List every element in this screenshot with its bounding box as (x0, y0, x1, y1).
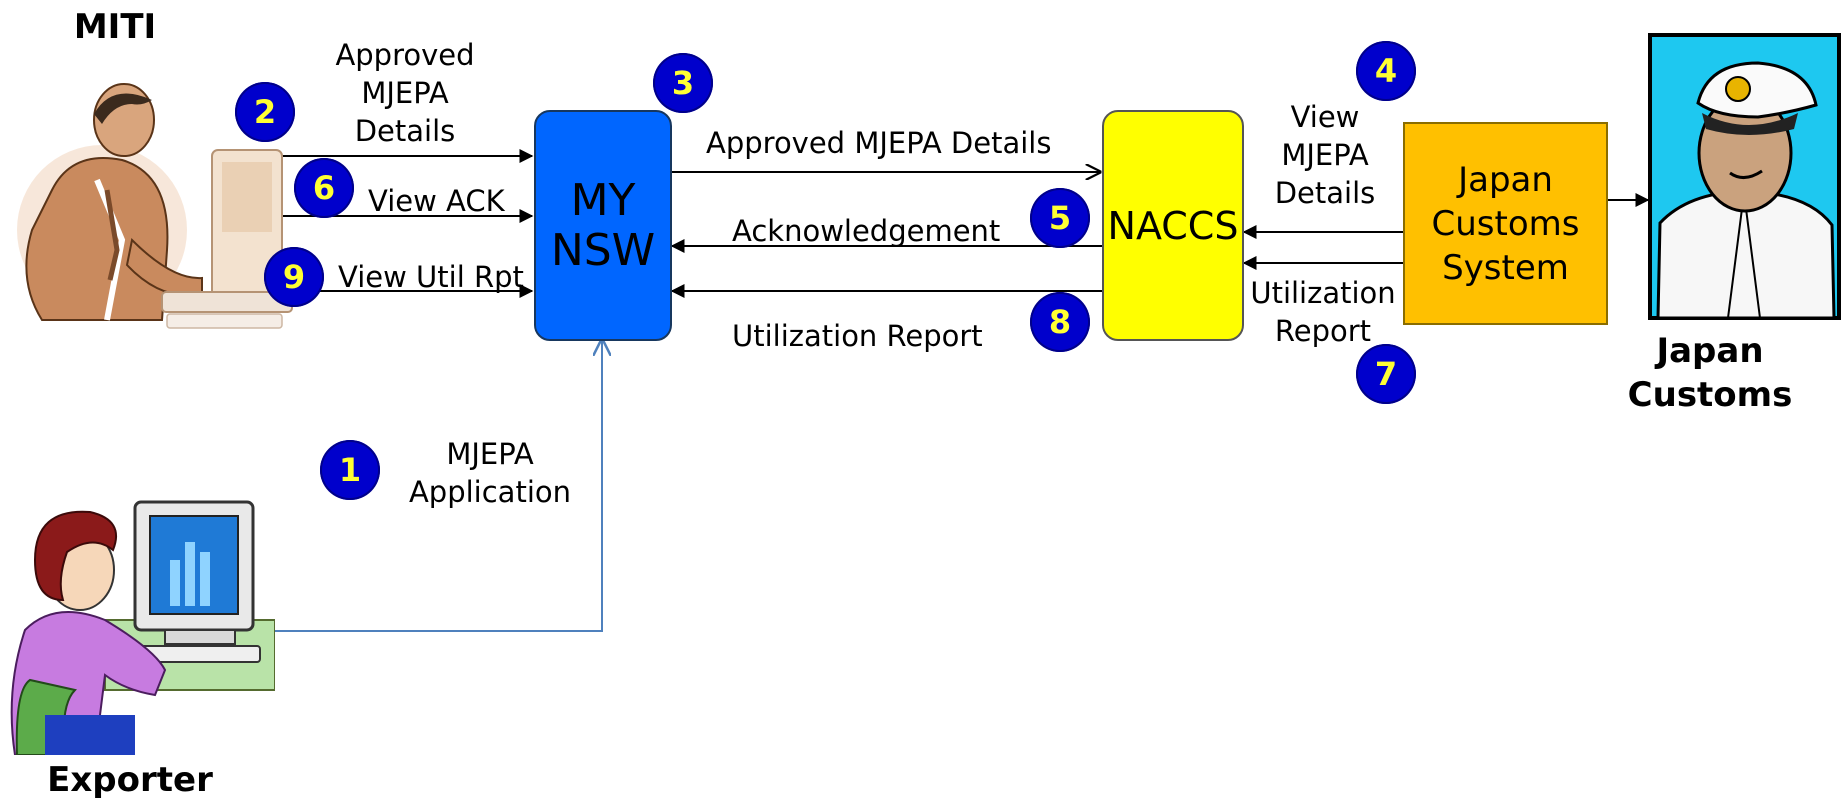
step-badge-9: 9 (264, 247, 324, 307)
actor-title-exporter: Exporter (47, 760, 213, 800)
step-badge-1: 1 (320, 440, 380, 500)
actor-title-miti: MITI (73, 7, 157, 47)
label-utilization-report-jc-line1: Utilization (1250, 276, 1396, 310)
mynsw-label-line2: NSW (550, 224, 656, 276)
japan-customs-system-box: Japan Customs System (1403, 122, 1608, 325)
label-view-mjepa: View MJEPA Details (1260, 98, 1390, 212)
label-acknowledgement: Acknowledgement (732, 214, 1001, 248)
arrow-mjepa-application (270, 340, 602, 632)
label-view-util-rpt: View Util Rpt (338, 260, 524, 294)
label-view-mjepa-line1: View (1290, 100, 1360, 134)
officer-at-computer-icon (17, 83, 293, 329)
step-badge-3: 3 (653, 53, 713, 113)
naccs-label: NACCS (1107, 203, 1239, 248)
label-utilization-report-jc-line2: Report (1274, 314, 1372, 348)
step-badge-8: 8 (1030, 292, 1090, 352)
japan-customs-system-label: Japan Customs System (1432, 158, 1580, 290)
label-approved-mjepa-miti-line2: MJEPA (361, 76, 449, 110)
label-approved-mjepa-miti-line3: Details (354, 114, 456, 148)
label-view-mjepa-line3: Details (1274, 176, 1376, 210)
label-approved-mjepa-miti: Approved MJEPA Details (320, 36, 490, 150)
label-mjepa-application-line1: MJEPA (446, 437, 534, 471)
mynsw-label: MY NSW (550, 174, 656, 276)
label-utilization-report: Utilization Report (732, 319, 983, 353)
label-view-ack: View ACK (368, 184, 505, 218)
actor-title-japan-customs-line1: Japan (1656, 331, 1764, 371)
customs-officer-icon (1648, 33, 1841, 320)
label-approved-mjepa-miti-line1: Approved (335, 38, 475, 72)
step-badge-2: 2 (235, 82, 295, 142)
label-view-mjepa-line2: MJEPA (1281, 138, 1369, 172)
jcs-label-line1: Japan (1458, 159, 1553, 200)
actor-title-japan-customs-line2: Customs (1627, 375, 1793, 415)
label-utilization-report-jc: Utilization Report (1248, 274, 1398, 350)
jcs-label-line3: System (1442, 247, 1569, 288)
step-badge-4: 4 (1356, 41, 1416, 101)
mynsw-system-box: MY NSW (534, 110, 672, 341)
naccs-system-box: NACCS (1102, 110, 1244, 341)
step-badge-6: 6 (294, 158, 354, 218)
label-mjepa-application: MJEPA Application (400, 435, 580, 511)
woman-at-computer-icon (10, 500, 275, 755)
actor-title-japan-customs: Japan Customs (1600, 329, 1820, 417)
label-mjepa-application-line2: Application (408, 475, 572, 509)
step-badge-5: 5 (1030, 188, 1090, 248)
jcs-label-line2: Customs (1431, 203, 1580, 244)
label-approved-mjepa-naccs: Approved MJEPA Details (706, 126, 1052, 160)
mynsw-label-line1: MY (570, 174, 636, 226)
step-badge-7: 7 (1356, 344, 1416, 404)
